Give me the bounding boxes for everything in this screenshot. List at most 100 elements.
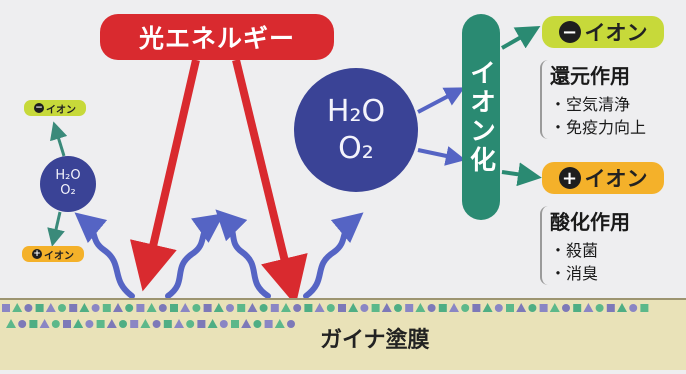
negative-ion-pill: − イオン (542, 16, 664, 48)
ceramic-particle (253, 320, 262, 328)
reduction-item: 免疫力向上 (550, 116, 646, 139)
ceramic-particle (562, 304, 570, 312)
ceramic-particle (45, 303, 56, 312)
ceramic-particle (136, 304, 145, 312)
ionize-arrow-upper (417, 87, 465, 114)
ceramic-particles (2, 303, 649, 328)
ceramic-particle (549, 303, 560, 312)
ionization-bar: イオン化 (462, 14, 500, 220)
small-molecule-oxygen-label: O₂ (60, 183, 76, 198)
ceramic-particle (506, 304, 514, 312)
ceramic-particle (237, 304, 246, 312)
ceramic-particle (287, 320, 295, 328)
ceramic-particle (106, 319, 117, 328)
ceramic-particle (125, 304, 134, 312)
ceramic-particle (102, 304, 111, 312)
ceramic-particle (264, 320, 273, 328)
ceramic-particle (79, 303, 90, 312)
ceramic-particle (18, 320, 27, 328)
ceramic-particle (371, 304, 380, 312)
ceramic-particle (427, 304, 436, 312)
ceramic-particle (629, 304, 638, 312)
ceramic-particle (606, 304, 615, 312)
ceramic-particle (595, 304, 604, 312)
ceramic-particle (274, 319, 285, 328)
ceramic-particle (186, 320, 195, 328)
ceramic-particle (192, 304, 201, 312)
minus-icon: − (558, 21, 581, 43)
small-to-positive-arrow (47, 211, 65, 247)
ceramic-particle (381, 303, 392, 312)
small-molecule-water-label: H₂O (55, 168, 81, 184)
oxidation-title: 酸化作用 (550, 210, 630, 234)
reduction-title: 還元作用 (550, 64, 630, 88)
emission-waves (74, 209, 364, 299)
ceramic-particle (226, 304, 234, 312)
molecule-oxygen-label: O₂ (338, 131, 374, 166)
ceramic-particle (573, 304, 582, 312)
ceramic-particle (348, 303, 359, 312)
ceramic-particle (472, 304, 481, 312)
positive-ion-label: イオン (584, 167, 648, 191)
ceramic-particle (449, 303, 459, 312)
ceramic-particle (270, 304, 279, 312)
ceramic-particle (29, 320, 38, 328)
ceramic-particle (394, 304, 402, 312)
ceramic-particle (528, 304, 537, 312)
ceramic-particle (158, 304, 167, 312)
ceramic-particle (213, 303, 224, 312)
ceramic-particle (482, 303, 493, 312)
ceramic-particle (338, 304, 346, 312)
oxidation-effect-box: 酸化作用 殺菌 消臭 (540, 206, 630, 285)
coating-layer (0, 298, 686, 370)
plus-icon: + (32, 249, 42, 259)
coating-label: ガイナ塗膜 (320, 328, 430, 353)
reduction-item: 空気清浄 (550, 93, 646, 116)
ceramic-particle (281, 303, 291, 312)
ceramic-particle (415, 303, 426, 312)
ceramic-particle (63, 320, 71, 328)
to-positive-arrow (501, 162, 542, 187)
light-energy-banner: 光エネルギー (100, 14, 334, 60)
ionization-label: イオン化 (465, 59, 496, 175)
ceramic-particle (58, 304, 66, 312)
ceramic-particle (640, 304, 649, 312)
plus-icon: + (558, 167, 581, 189)
ceramic-particle (516, 303, 527, 312)
small-positive-ion-pill: + イオン (22, 246, 84, 262)
ceramic-particle (180, 303, 191, 312)
light-arrow-left (130, 59, 200, 292)
ceramic-particle (152, 320, 161, 328)
ceramic-particle (91, 304, 100, 312)
ceramic-particle (113, 303, 123, 312)
molecule-circle-large: H₂O O₂ (294, 68, 418, 192)
light-energy-label: 光エネルギー (138, 24, 295, 53)
ceramic-particle (2, 304, 10, 312)
molecule-water-label: H₂O (326, 93, 386, 129)
ceramic-particle (231, 320, 239, 328)
minus-icon: − (34, 103, 44, 113)
ceramic-particle (259, 304, 268, 312)
ionize-arrow-lower (417, 146, 466, 166)
ceramic-particle (85, 320, 94, 328)
positive-ion-pill: + イオン (542, 162, 664, 194)
ceramic-particle (96, 320, 105, 328)
small-negative-ion-label: イオン (46, 104, 76, 116)
ceramic-particle (203, 304, 212, 312)
light-arrow-right (232, 59, 308, 306)
ceramic-particle (360, 304, 369, 312)
ceramic-particle (314, 303, 325, 312)
small-negative-ion-pill: − イオン (24, 100, 86, 116)
ceramic-particle (438, 304, 447, 312)
ceramic-particle (12, 303, 23, 312)
ceramic-particle (39, 319, 50, 328)
molecule-circle-small: H₂O O₂ (40, 156, 96, 212)
ceramic-particle (6, 319, 16, 328)
negative-ion-label: イオン (584, 21, 648, 45)
ceramic-particle (146, 303, 157, 312)
ceramic-particle (494, 304, 503, 312)
ceramic-particle (219, 320, 228, 328)
ceramic-particle (583, 303, 594, 312)
